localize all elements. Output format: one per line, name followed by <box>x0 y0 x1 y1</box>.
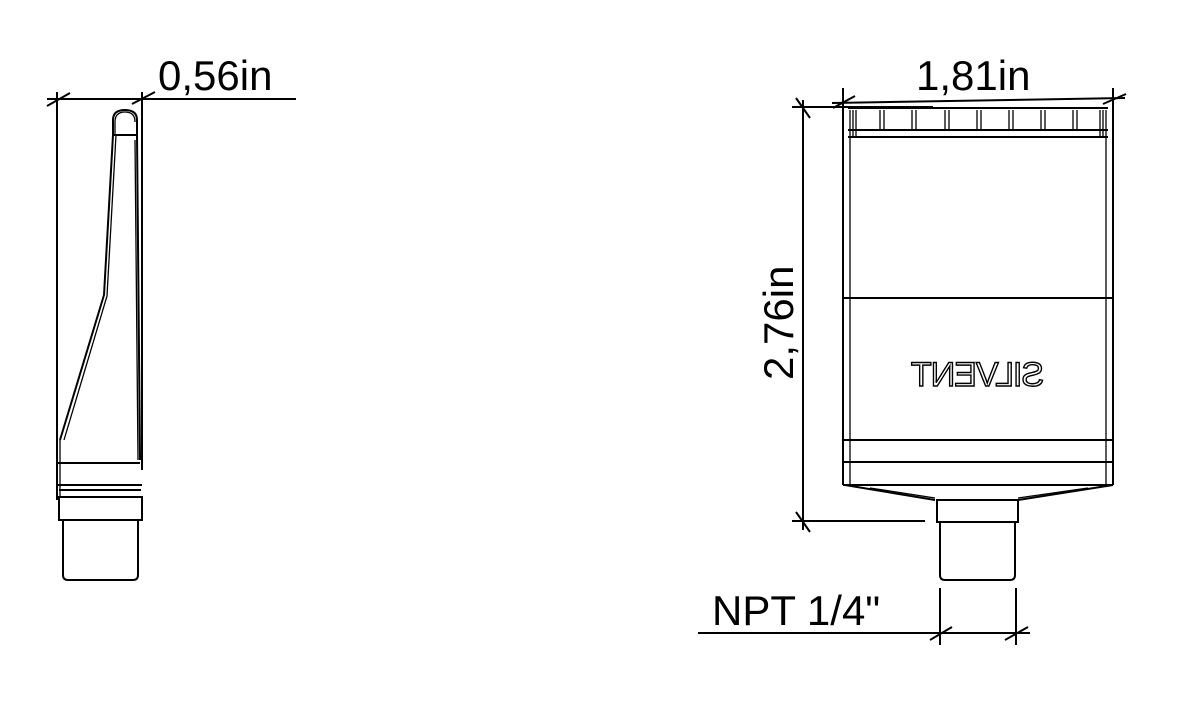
front-width-label: 1,81in <box>916 52 1030 99</box>
front-height-dimension: 2,76in <box>755 97 933 533</box>
thread-label: NPT 1/4" <box>712 587 880 634</box>
side-view: 0,56in <box>46 52 296 581</box>
side-width-dimension: 0,56in <box>46 52 296 500</box>
front-height-label: 2,76in <box>755 266 802 380</box>
silvent-logo: SILVENT <box>912 356 1044 394</box>
front-view: 1,81in 2,76in <box>698 52 1127 645</box>
front-nozzle-body: SILVENT <box>842 107 1114 581</box>
side-nozzle-body <box>57 108 143 581</box>
thread-dimension: NPT 1/4" <box>698 587 1030 645</box>
front-width-dimension: 1,81in <box>831 52 1127 112</box>
fins <box>852 110 1104 138</box>
side-width-label: 0,56in <box>158 52 272 99</box>
